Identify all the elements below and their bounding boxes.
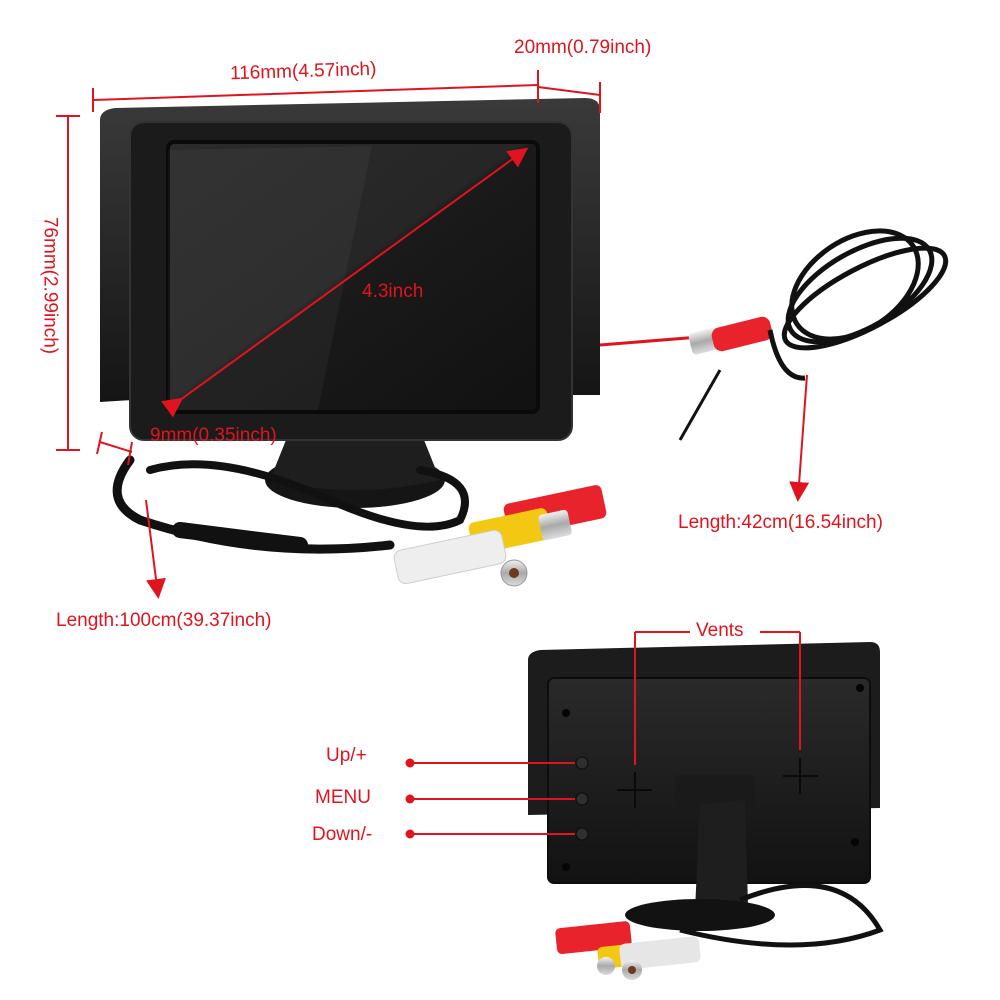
bezel-dimension-label: 9mm(0.35inch) — [150, 425, 277, 446]
rca-connectors-front — [393, 485, 607, 587]
up-button-label: Up/+ — [326, 745, 367, 766]
height-dimension-label: 76mm(2.99inch) — [39, 216, 61, 355]
av-cable-length-label: Length:100cm(39.37inch) — [56, 610, 272, 631]
down-button-hw — [575, 827, 589, 841]
diagonal-dimension-label: 4.3inch — [362, 281, 424, 302]
white-connector — [393, 529, 507, 585]
av-cable — [112, 455, 469, 554]
width-dimension-label: 116mm(4.57inch) — [229, 58, 377, 85]
vent-right — [783, 758, 818, 794]
menu-button-hw — [575, 792, 589, 806]
menu-button-label: MENU — [315, 787, 371, 808]
front-monitor — [100, 98, 600, 508]
power-cable — [599, 228, 949, 441]
depth-dimension-label: 20mm(0.79inch) — [514, 37, 652, 58]
up-button-hw — [575, 756, 589, 770]
vent-left — [617, 772, 652, 808]
dimension-lines — [56, 70, 810, 835]
power-cable-length-label: Length:42cm(16.54inch) — [678, 512, 883, 533]
down-button-label: Down/- — [312, 824, 373, 845]
vents-label: Vents — [696, 620, 744, 641]
rear-stand — [695, 800, 748, 910]
rear-monitor — [528, 642, 884, 980]
